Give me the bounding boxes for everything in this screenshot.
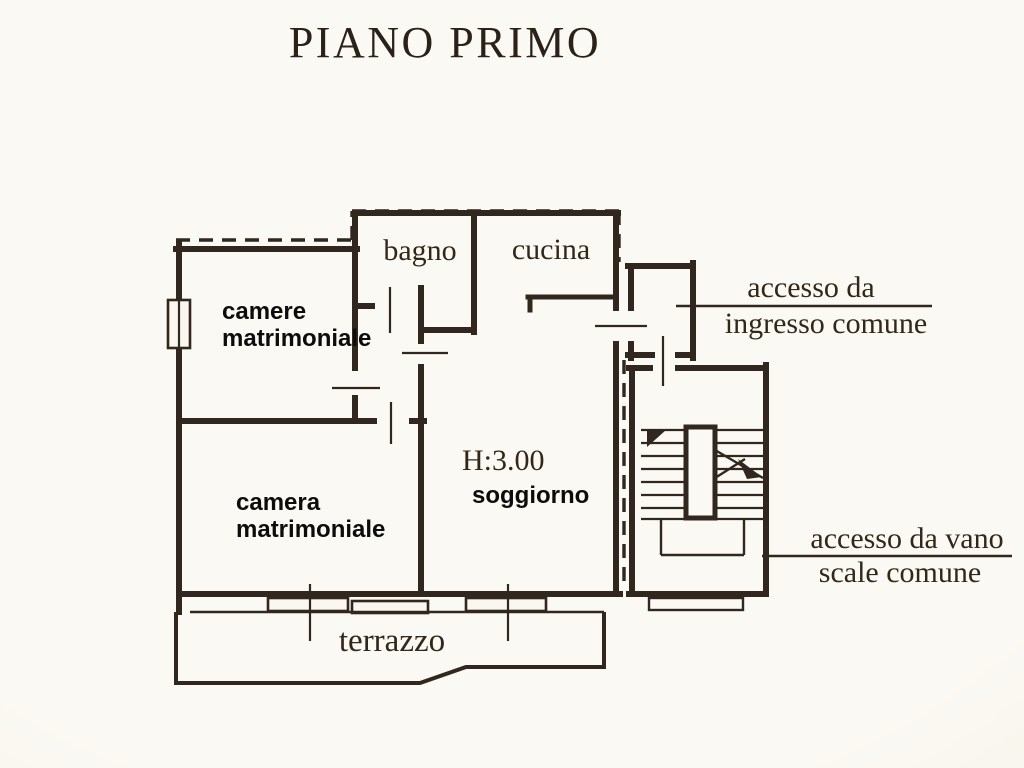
apartment-walls [173,210,623,615]
camera-matrimoniale-label-line1: camera [236,489,321,516]
ingresso-annotation-line2: ingresso comune [725,307,927,340]
door-tick-marks [308,287,665,641]
bedroom-terrace-window [266,596,350,613]
terrazzo-label: terrazzo [339,623,445,659]
ingresso-annotation-line1: accesso da [747,271,874,304]
ceiling-height-note: H:3.00 [462,444,545,477]
stairwell [626,362,769,612]
bagno-label: bagno [383,234,456,267]
stair-landing-step [647,596,745,612]
bagno-bottom-walls [352,303,477,333]
soggiorno-terrace-window [464,596,548,613]
cucina-counter-wall [525,294,617,313]
page-title: PIANO PRIMO [289,18,601,67]
cucina-label: cucina [512,233,590,266]
stair-newel-wall [683,424,718,521]
scale-annotation-line2: scale comune [819,556,981,589]
soggiorno-label: soggiorno [472,482,589,509]
stair-direction-arrow-down [738,459,762,479]
stair-direction-arrow-up [647,429,666,447]
scale-annotation-line1: accesso da vano [810,522,1003,555]
camere-matrimoniale-label-line1: camere [222,298,306,325]
camera-matrimoniale-label-line2: matrimoniale [236,516,385,543]
camere-matrimoniale-label-line2: matrimoniale [222,325,371,352]
terrace-outline [174,612,606,685]
windows [166,298,604,615]
entrance-vestibule-walls [625,260,696,361]
stairwell-inner-wall [659,518,746,557]
